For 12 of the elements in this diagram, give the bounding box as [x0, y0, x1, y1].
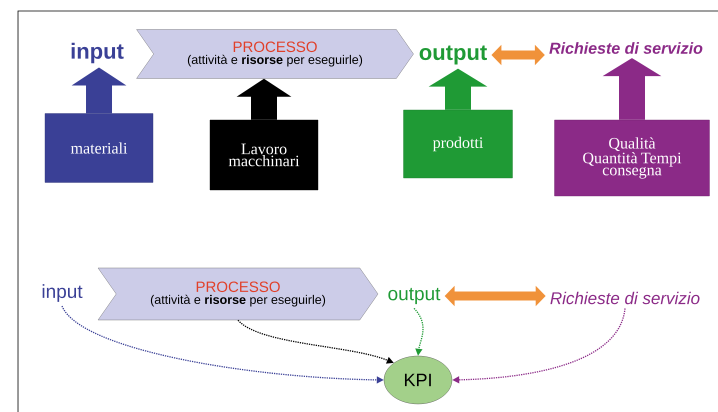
input-box: Qualità Quantità Tempi consegna [554, 120, 710, 196]
word-label: input [42, 284, 82, 302]
input-box: Lavoro macchinari [210, 120, 318, 190]
input-box: materiali [44, 113, 154, 183]
process-chevron: PROCESSO (attività e risorse per eseguirle) [136, 29, 414, 79]
word-label: Richieste di servizio [549, 42, 702, 54]
word-label: Richieste di servizio [550, 292, 700, 304]
word-label: output [420, 46, 487, 64]
word-label: output [388, 288, 440, 304]
word-label: input [72, 42, 124, 64]
input-box: prodotti [403, 110, 513, 178]
process-chevron: PROCESSO (attività e risorse per eseguirle) [98, 268, 378, 320]
